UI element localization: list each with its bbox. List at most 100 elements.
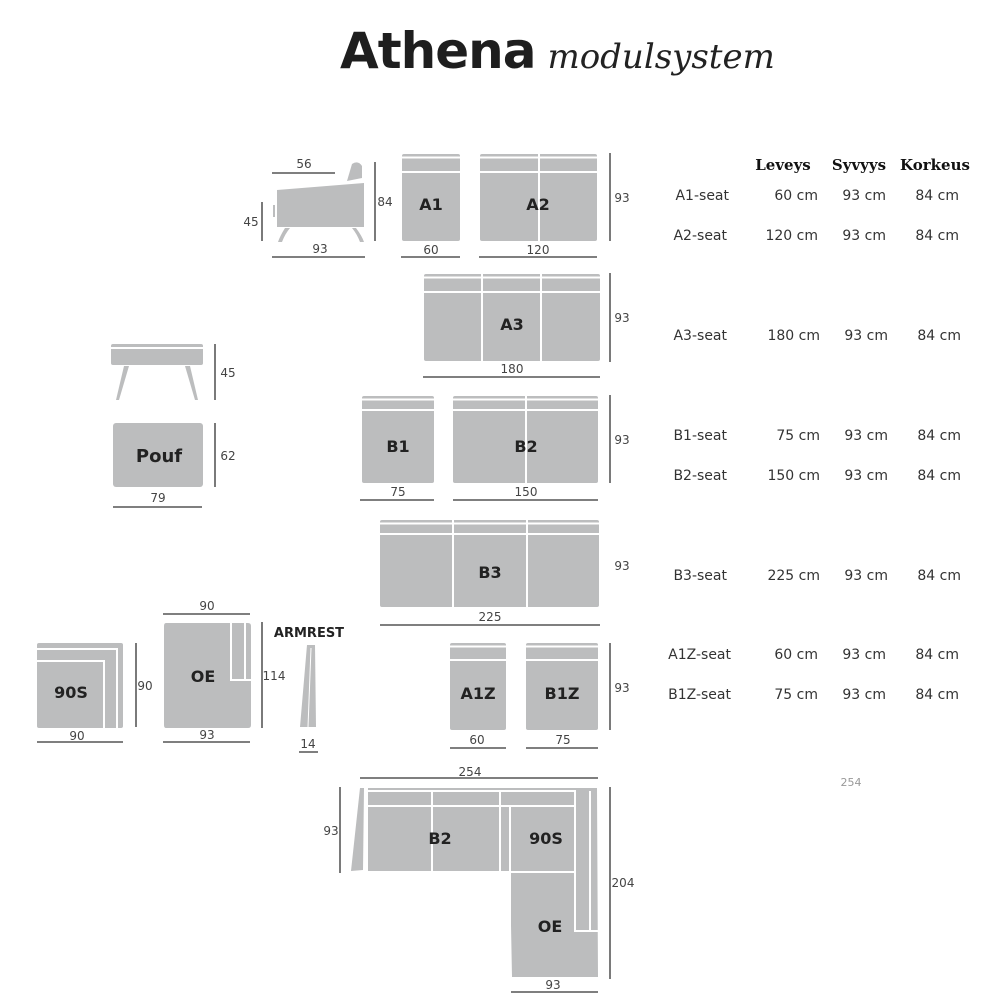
dimension-label: 204 — [612, 876, 635, 890]
dimension-label: B1-seat — [673, 428, 727, 444]
dimension-label: ARMREST — [274, 626, 344, 641]
dimension-label: 75 — [390, 485, 405, 499]
subtitle: modulsystem — [547, 37, 775, 77]
module-b2: B2 150 93 — [453, 395, 630, 501]
dimension-label: 93 — [614, 191, 629, 205]
dimension-label: 90 — [69, 729, 84, 743]
dimension-label: 93 cm — [842, 647, 886, 663]
corner-composition: 254 B2 90S OE 93 204 93 254 — [323, 765, 862, 993]
dimension-label: A1Z — [460, 684, 495, 703]
dimension-label: 60 cm — [774, 647, 818, 663]
dimension-label: B1 — [386, 437, 409, 456]
module-oe: OE 90 114 93 — [163, 599, 286, 743]
dimension-label: 93 — [614, 681, 629, 695]
dimension-label: 84 cm — [915, 687, 959, 703]
dimension-label: 75 cm — [776, 428, 820, 444]
dimension-label: 75 — [555, 733, 570, 747]
dimension-label: 93 — [323, 824, 338, 838]
dimension-label: 254 — [459, 765, 482, 779]
module-a2: A2 120 93 — [479, 153, 630, 258]
module-shape — [37, 660, 105, 728]
dimension-label: 93 — [614, 433, 629, 447]
module-shape — [347, 162, 362, 181]
module-shape — [164, 623, 251, 728]
dimension-label: A1-seat — [675, 188, 729, 204]
dimension-label: 114 — [263, 669, 286, 683]
page-title: Athena modulsystem — [340, 22, 775, 80]
header-height: Korkeus — [900, 156, 970, 174]
dimension-label: B3 — [478, 563, 501, 582]
module-shape — [116, 366, 129, 400]
dimension-label: A2-seat — [673, 228, 727, 244]
module-shape — [300, 645, 316, 727]
module-shape — [37, 648, 118, 728]
dimension-label: 45 — [220, 366, 235, 380]
table-row: A3-seat 180 cm 93 cm 84 cm — [673, 328, 961, 344]
dimension-label: 84 cm — [917, 428, 961, 444]
module-a1z: A1Z 60 — [450, 643, 506, 749]
module-shape — [424, 274, 600, 361]
dimension-label: 93 — [199, 728, 214, 742]
dimension-label: 79 — [150, 491, 165, 505]
module-shape — [352, 228, 364, 242]
dimension-label: 84 cm — [917, 568, 961, 584]
dimension-label: 93 — [614, 559, 629, 573]
dim-seat-depth: 56 — [296, 157, 311, 171]
module-b1z: B1Z 75 93 — [526, 643, 630, 749]
module-shape — [111, 344, 203, 365]
dimension-label: A3-seat — [673, 328, 727, 344]
table-row: A2-seat 120 cm 93 cm 84 cm — [673, 228, 959, 244]
dimension-label: 150 — [515, 485, 538, 499]
dimension-label: A3 — [500, 315, 524, 334]
module-shape — [185, 366, 198, 400]
dimension-label: 84 cm — [917, 328, 961, 344]
module-shape — [450, 643, 506, 730]
clipped-dimension: 254 — [841, 776, 862, 789]
dimension-label: A1Z-seat — [668, 647, 731, 663]
table-row: A1Z-seat 60 cm 93 cm 84 cm — [668, 647, 959, 663]
dimension-label: 93 — [614, 311, 629, 325]
module-shape — [37, 643, 123, 728]
dimension-label: 93 cm — [844, 428, 888, 444]
dimension-label: 120 — [527, 243, 550, 257]
module-pouf: 45 Pouf 62 79 — [111, 344, 236, 508]
dimension-label: 180 cm — [767, 328, 820, 344]
dimension-label: Pouf — [136, 446, 182, 467]
dimension-label: 93 cm — [844, 468, 888, 484]
dimension-label: 93 cm — [844, 328, 888, 344]
dimension-label: 84 cm — [915, 228, 959, 244]
dimension-line — [307, 647, 312, 728]
dim-depth: 93 — [312, 242, 327, 256]
header-width: Leveys — [755, 156, 811, 174]
dimension-label: B2 — [428, 829, 451, 848]
dimension-label: A2 — [526, 195, 550, 214]
dimension-label: 84 cm — [915, 188, 959, 204]
module-shape — [368, 788, 598, 977]
dimension-label: 90S — [54, 683, 88, 702]
dimension-label: 93 cm — [844, 568, 888, 584]
module-a3: A3 180 93 — [423, 273, 630, 378]
dimension-label: 14 — [300, 737, 315, 751]
module-b1: B1 75 — [360, 396, 434, 501]
dimension-label: 60 cm — [774, 188, 818, 204]
dimension-label: 120 cm — [765, 228, 818, 244]
dimension-label: 93 — [545, 978, 560, 992]
module-shape — [402, 154, 460, 241]
dimension-label: B1Z-seat — [668, 687, 731, 703]
brand-title: Athena — [340, 22, 536, 80]
dimension-label: 84 cm — [915, 647, 959, 663]
dimension-label: 93 cm — [842, 228, 886, 244]
dim-height: 84 — [377, 195, 392, 209]
module-shape — [380, 520, 599, 607]
dim-seat-height: 45 — [243, 215, 258, 229]
module-shape — [277, 183, 364, 227]
module-armrest: ARMREST 14 — [274, 626, 344, 753]
dimension-label: 75 cm — [774, 687, 818, 703]
dimension-label: 225 — [479, 610, 502, 624]
dimension-label: 84 cm — [917, 468, 961, 484]
